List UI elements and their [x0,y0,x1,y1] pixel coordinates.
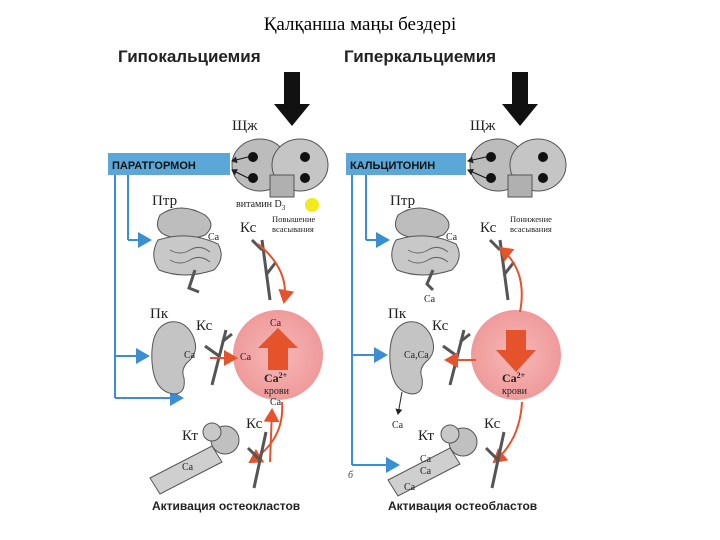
left-ca-mid: Ca [240,352,252,363]
right-bone-icon [387,424,478,497]
right-vessel-2-icon [442,329,471,386]
left-absorption-note-1: Повышение [272,214,316,224]
right-ca-intestine: Ca [446,232,458,243]
right-kidney-icon [389,321,434,395]
left-vitamin-dot [305,198,319,212]
slide-title: Қалқанша маңы бездері [263,14,457,35]
left-vessel-2-label: Кс [196,318,213,334]
right-fall-arrow [496,330,536,372]
right-vessel-3-icon [484,431,506,489]
left-kidney-icon [151,321,196,395]
right-ca-kidney: Ca,Ca [404,350,429,361]
right-vessel-1-label: Кс [480,220,497,236]
right-panel: Гиперкальциемия Щж КАЛЬЦИТОНИН Птр [344,47,567,513]
left-ca-kidney: Ca [184,350,196,361]
left-vessel-1-icon [250,238,278,301]
right-absorption-note-2: всасывания [510,224,552,234]
left-ca-bone: Ca [182,462,194,473]
right-intestine-icon [391,207,460,292]
left-kidney-label: Пк [150,306,169,322]
right-intestine-label: Птр [390,193,415,209]
left-bone-label: Кт [182,428,198,444]
left-vitamin-label: витамин D3 [236,199,286,212]
right-kidney-label: Пк [388,306,407,322]
left-vessel-3-label: Кс [246,416,263,432]
right-blood-word: крови [502,386,528,397]
right-ca-kidney-out: Ca [392,420,404,431]
left-ca-top: Ca [270,318,282,329]
left-blood-bottom: Ca [270,397,282,408]
left-vessel-3-icon [246,431,268,489]
left-intestine-icon [153,207,222,294]
left-blood-ca: Ca2+ [264,371,288,385]
right-ca-bone-2: Ca [420,466,432,477]
right-hormone-label: КАЛЬЦИТОНИН [350,160,435,172]
right-blood-ca: Ca2+ [502,371,526,385]
right-absorption-note-1: Понижение [510,214,552,224]
left-blood-word: крови [264,386,290,397]
right-ca-bone-3: Ca [404,482,416,493]
right-bone-label: Кт [418,428,434,444]
right-gland-label: Щж [470,118,496,134]
right-hormone-box [346,153,466,175]
right-gland-input-arrow [502,72,538,126]
left-intestine-label: Птр [152,193,177,209]
left-hormone-lines [114,175,184,406]
right-hormone-lines [351,175,400,473]
right-thyroid-icon [469,138,567,198]
left-hormone-label: ПАРАТГОРМОН [112,160,196,172]
left-rise-arrow [258,328,298,370]
left-absorption-note-2: всасывания [272,224,314,234]
right-heading: Гиперкальциемия [344,47,496,66]
right-ca-bone-1: Ca [420,454,432,465]
left-hormone-box [108,153,230,175]
right-vessel-2-label: Кс [432,318,449,334]
left-footer: Активация остеокластов [152,499,300,513]
right-footer: Активация остеобластов [388,499,537,513]
left-panel: Гипокальциемия Щж ПАРАТГОРМОН Птр [108,47,329,513]
left-heading: Гипокальциемия [118,47,261,66]
right-ca-intestine-out: Ca [424,294,436,305]
left-ca-intestine: Ca [208,232,220,243]
left-gland-input-arrow [274,72,310,126]
left-gland-label: Щж [232,118,258,134]
right-vessel-3-label: Кс [484,416,501,432]
left-bone-icon [149,422,240,495]
left-thyroid-icon [231,138,329,198]
right-panel-letter: б [348,470,354,481]
left-vessel-1-label: Кс [240,220,257,236]
